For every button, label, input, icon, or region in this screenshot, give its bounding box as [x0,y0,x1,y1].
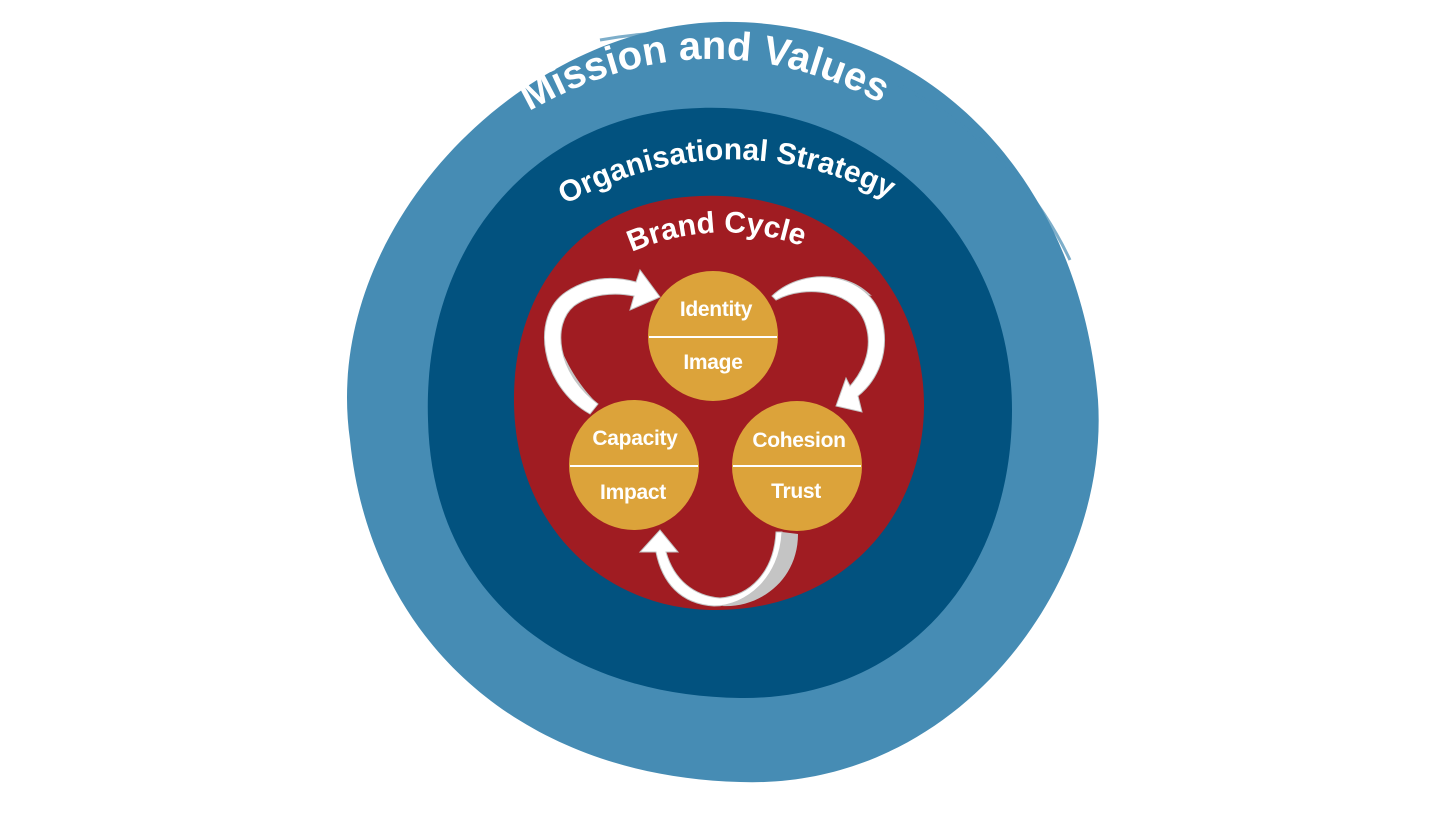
arrow-capacity-to-identity-icon [544,268,661,415]
arrow-cohesion-to-capacity-icon [638,529,783,607]
node-capacity-impact: Capacity Impact [569,400,699,530]
node-impact-label: Impact [600,481,666,504]
arrow-identity-to-cohesion-icon [771,276,885,413]
node-identity-image: Identity Image [648,271,778,401]
arrow-cohesion-to-capacity-shade [722,532,798,607]
node-capacity-label: Capacity [592,427,678,450]
outer-ring-edge [599,31,1072,261]
node-cohesion-label: Cohesion [752,429,845,452]
node-cohesion-trust: Cohesion Trust [732,401,862,531]
cycle-arrows [544,268,885,607]
node-trust-label: Trust [771,480,821,503]
node-identity-label: Identity [680,298,753,321]
node-image-label: Image [683,351,742,374]
